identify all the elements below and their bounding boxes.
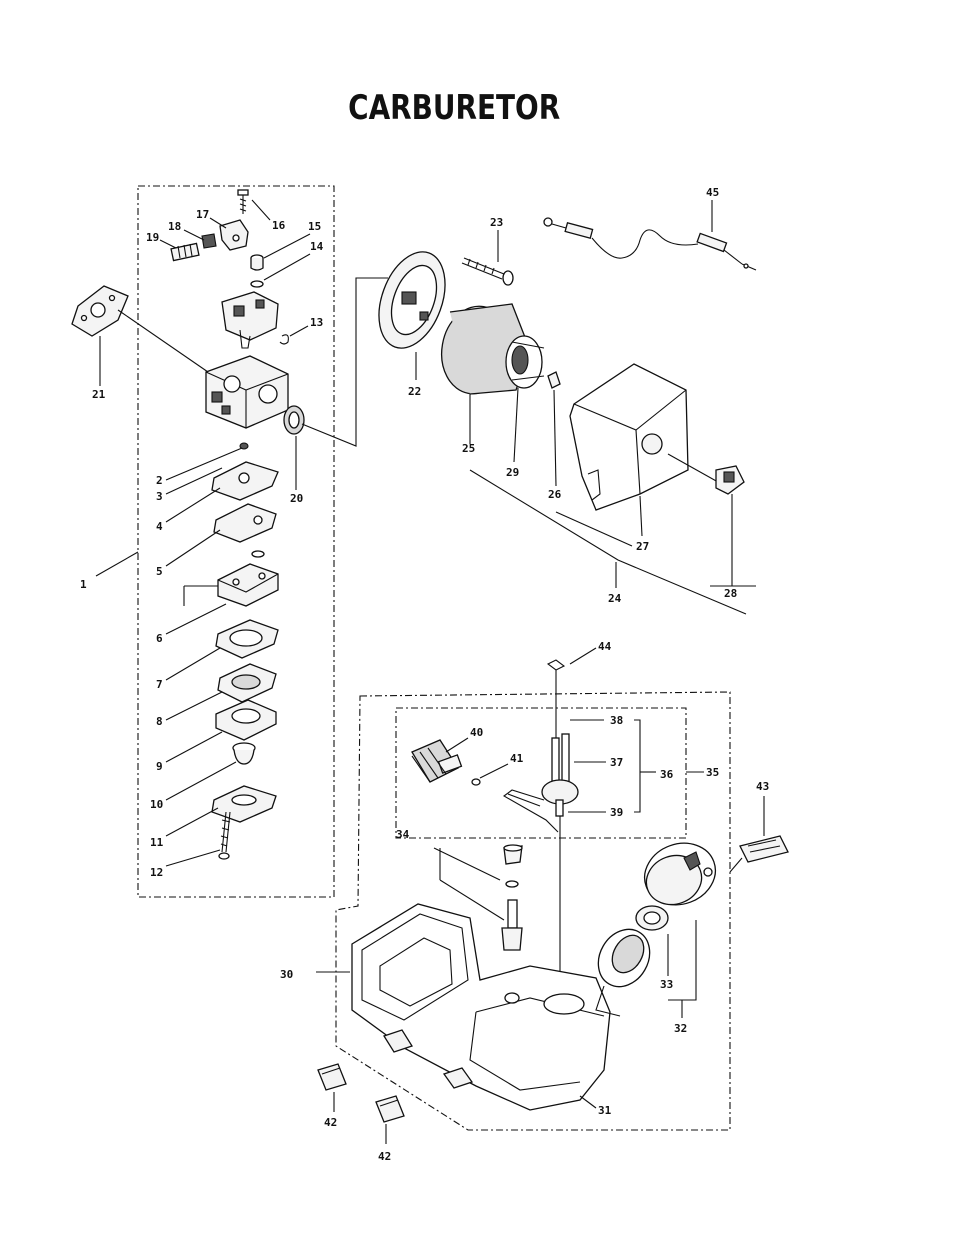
part-cable-45 (543, 217, 757, 271)
callout-4: 4 (156, 520, 163, 533)
callout-1: 1 (80, 578, 87, 591)
part-cap-44 (546, 659, 566, 671)
callout-30: 30 (280, 968, 293, 981)
callout-12: 12 (150, 866, 163, 879)
part-2 (239, 442, 249, 450)
part-clip-26 (547, 371, 561, 389)
carburetor-group-frame (137, 185, 335, 898)
callout-33: 33 (660, 978, 673, 991)
callout-8: 8 (156, 715, 163, 728)
callout-5: 5 (156, 565, 163, 578)
callout-2: 2 (156, 474, 163, 487)
part-nut-18 (201, 233, 217, 249)
part-grommet-43 (739, 835, 789, 863)
part-vent-valve-34 (501, 844, 523, 951)
diagram-title: CARBURETOR (348, 88, 561, 128)
part-bracket-17 (219, 219, 249, 251)
callout-28: 28 (724, 587, 737, 600)
lower-leaders (316, 647, 765, 1144)
callout-38: 38 (610, 714, 623, 727)
part-bolt-19 (170, 242, 200, 262)
callout-7: 7 (156, 678, 163, 691)
callout-20: 20 (290, 492, 303, 505)
upper-right-leaders (415, 200, 756, 615)
callout-14: 14 (310, 240, 324, 253)
part-cover-9 (215, 699, 277, 741)
part-plate-11 (211, 785, 277, 823)
callout-43: 43 (756, 780, 769, 793)
part-screw-16 (237, 189, 249, 214)
callout-41: 41 (510, 752, 524, 765)
part-cap-15 (250, 254, 264, 271)
callout-42b: 42 (378, 1150, 391, 1163)
part-washer-14 (250, 280, 264, 288)
callout-labels: 1 2 3 4 5 6 7 8 9 10 11 12 13 14 15 16 1… (80, 186, 769, 1163)
part-diaphragm-8 (217, 663, 277, 703)
part-fuel-cap-32 (643, 842, 717, 906)
callout-31: 31 (598, 1104, 612, 1117)
callout-23: 23 (490, 216, 503, 229)
left-leaders (95, 199, 388, 867)
part-fuel-neck (595, 928, 651, 1017)
part-element-29 (505, 335, 545, 389)
callout-29: 29 (506, 466, 519, 479)
callout-36: 36 (660, 768, 674, 781)
callout-21: 21 (92, 388, 106, 401)
part-cover-27 (569, 363, 689, 511)
callout-34: 34 (396, 828, 410, 841)
part-carburetor-body (205, 355, 289, 429)
part-gasket-33 (635, 905, 669, 931)
part-oring-20 (283, 405, 305, 435)
callout-35: 35 (706, 766, 719, 779)
callout-24: 24 (608, 592, 622, 605)
part-screw-23 (461, 257, 514, 286)
callout-40: 40 (470, 726, 483, 739)
part-diaphragm-5 (213, 503, 277, 543)
callout-17: 17 (196, 208, 209, 221)
callout-25: 25 (462, 442, 475, 455)
part-gasket-7 (215, 619, 279, 659)
callout-45: 45 (706, 186, 719, 199)
part-foot-42b (375, 1095, 405, 1123)
callout-22: 22 (408, 385, 421, 398)
fuel-pickup-subgroup-frame (395, 707, 687, 839)
part-throttle-body (221, 291, 279, 349)
callout-26: 26 (548, 488, 562, 501)
callout-18: 18 (168, 220, 181, 233)
callout-32: 32 (674, 1022, 687, 1035)
fuel-tank-group-frame (335, 691, 731, 1131)
part-fuel-tank-31 (351, 903, 611, 1111)
callout-42a: 42 (324, 1116, 337, 1129)
callout-3: 3 (156, 490, 163, 503)
callout-44: 44 (598, 640, 612, 653)
callout-37: 37 (610, 756, 623, 769)
part-gasket-21 (71, 285, 129, 337)
callout-6: 6 (156, 632, 163, 645)
part-fuel-filter-40 (411, 739, 463, 783)
callout-10: 10 (150, 798, 163, 811)
part-clip-13 (279, 334, 289, 345)
callout-39: 39 (610, 806, 623, 819)
part-gasket-3 (211, 461, 279, 501)
callout-13: 13 (310, 316, 323, 329)
callout-9: 9 (156, 760, 163, 773)
part-foot-42a (317, 1063, 347, 1091)
part-knob-28 (667, 453, 745, 495)
callout-16: 16 (272, 219, 286, 232)
part-primer-10 (232, 742, 256, 765)
part-fuel-line-assembly (503, 670, 579, 990)
part-screw-12 (218, 811, 231, 860)
part-41 (471, 778, 481, 786)
callout-27: 27 (636, 540, 649, 553)
callout-11: 11 (150, 836, 164, 849)
callout-15: 15 (308, 220, 321, 233)
part-back-plate-22 (378, 251, 446, 349)
part-pump-cover-6 (217, 550, 279, 607)
callout-19: 19 (146, 231, 159, 244)
